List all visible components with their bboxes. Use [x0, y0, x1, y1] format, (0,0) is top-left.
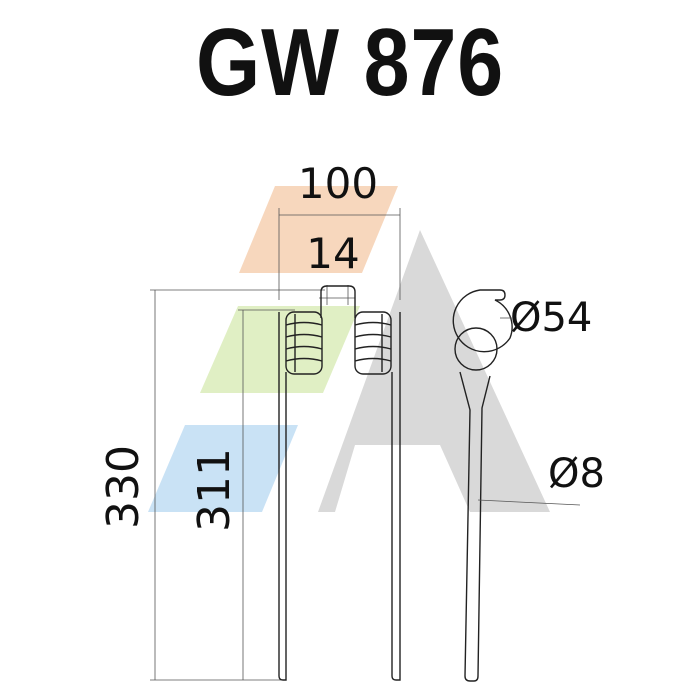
watermark-green-stripe	[200, 306, 360, 393]
dimension-coil-diameter: Ø54	[500, 295, 592, 341]
tine-left-leg	[278, 312, 287, 681]
dimension-inner-width: 14	[306, 229, 360, 305]
tine-right-leg	[391, 312, 401, 681]
tine-side-coil-inner	[454, 327, 498, 371]
dimension-label-330: 330	[98, 445, 149, 529]
dimension-overall-width: 100	[278, 159, 401, 300]
watermark-blue-stripe	[148, 425, 298, 512]
tine-front-view	[278, 285, 401, 681]
tine-side-leg	[459, 371, 491, 682]
dimension-label-d54: Ø54	[510, 295, 592, 341]
dimension-label-14: 14	[306, 229, 359, 278]
tine-side-view	[452, 289, 513, 682]
tine-side-coil-outer	[452, 289, 513, 353]
dimension-label-100: 100	[298, 159, 378, 208]
dimension-wire-diameter: Ø8	[477, 451, 605, 506]
dimension-overall-height: 330	[98, 289, 325, 681]
tine-right-coil	[354, 311, 392, 375]
watermark-gray-triangle	[318, 230, 550, 512]
part-number-title: GW 876	[196, 9, 504, 116]
tine-left-coil	[285, 311, 323, 375]
tine-connecting-loop	[320, 285, 356, 318]
dimension-leg-height: 311	[189, 309, 295, 680]
dimension-label-311: 311	[189, 448, 240, 532]
dimension-label-d8: Ø8	[548, 451, 605, 497]
